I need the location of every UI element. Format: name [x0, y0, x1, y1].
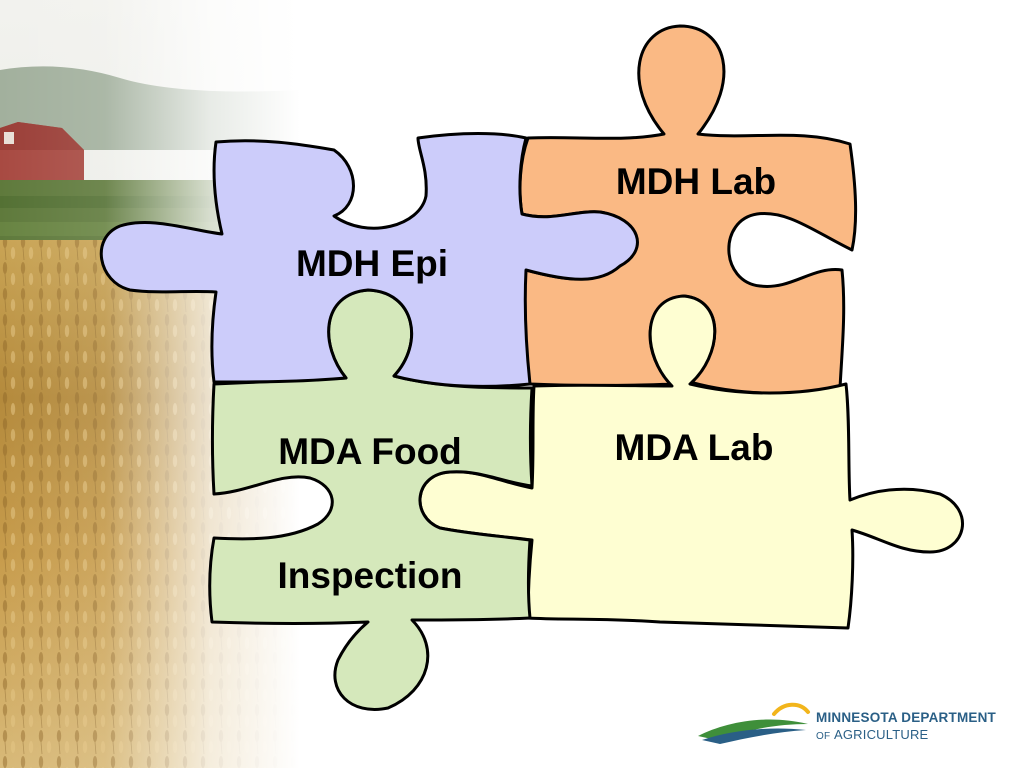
logo-line2-main: AGRICULTURE: [834, 727, 929, 742]
logo-line2-prefix: OF: [816, 731, 830, 742]
label-mda-food-line1: MDA Food: [278, 431, 462, 472]
label-mda-lab: MDA Lab: [615, 427, 774, 468]
mda-logo: MINNESOTA DEPARTMENT OF AGRICULTURE: [698, 702, 997, 744]
label-mdh-epi: MDH Epi: [296, 243, 448, 284]
mda-logo-mark: [698, 702, 810, 744]
puzzle-piece-mdh-epi: [99, 132, 639, 388]
logo-line1: MINNESOTA DEPARTMENT: [816, 710, 997, 725]
label-mda-food-line2: Inspection: [277, 555, 462, 596]
label-mdh-lab: MDH Lab: [616, 161, 776, 202]
